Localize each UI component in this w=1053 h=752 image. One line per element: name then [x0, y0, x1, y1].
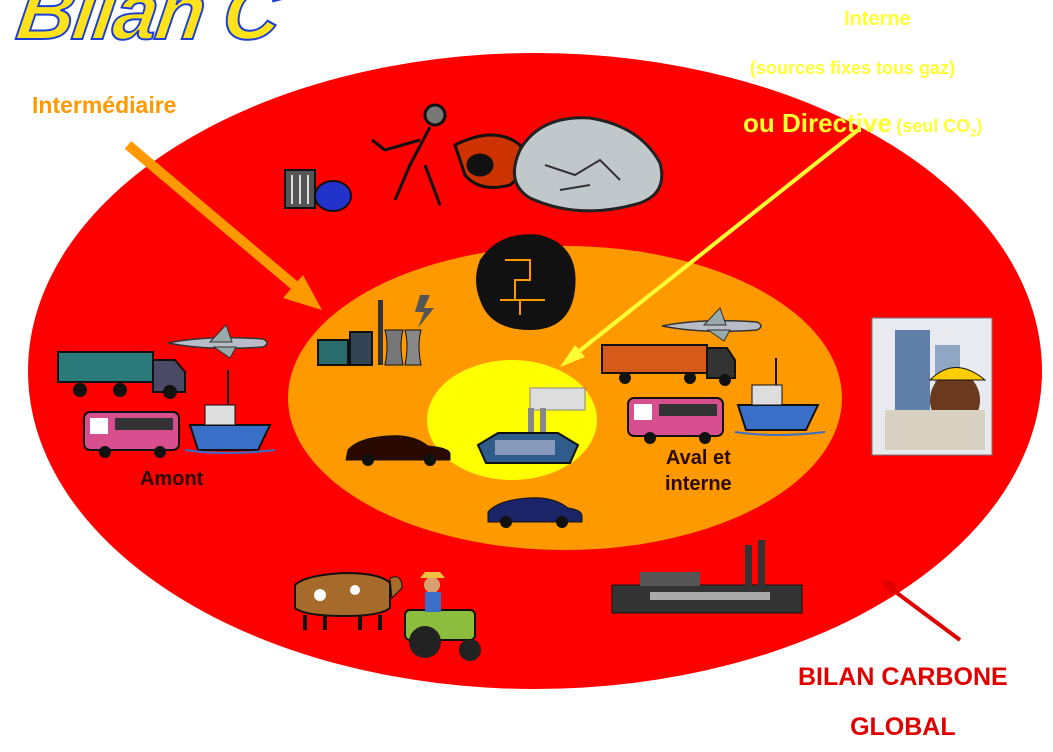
sources-label: (sources fixes tous gaz) [750, 58, 956, 78]
bus-icon [83, 411, 180, 458]
co2-subscript: 2 [970, 127, 977, 140]
aval-interne-label: Aval et interne [665, 445, 732, 497]
truck-icon [601, 344, 736, 386]
truck-icon [57, 351, 186, 399]
intermediaire-arrow [124, 141, 322, 310]
seul-co2-text: (seul CO2) [896, 116, 983, 140]
page-title: Bilan C [11, 0, 287, 57]
seul-co2-prefix: (seul CO [896, 116, 971, 136]
factory-icon [476, 387, 586, 464]
bus-icon [627, 397, 724, 444]
bilan-global-arrow [880, 580, 962, 642]
interne-label: Interne [844, 8, 911, 30]
factory-icon [611, 540, 803, 614]
airplane-icon [661, 307, 762, 342]
brain-icon [476, 234, 576, 330]
farmer-tractor-icon [404, 572, 481, 661]
cargo-ship-icon [184, 370, 276, 454]
directive-arrow [560, 128, 860, 367]
car-icon [345, 435, 451, 466]
car-wreck-icon [512, 116, 664, 213]
bilan-carbone-global-label: BILAN CARBONE GLOBAL [798, 652, 1008, 752]
fuel-pump-worker-icon [371, 103, 525, 206]
amont-label: Amont [140, 468, 204, 490]
trash-bin-icon [284, 169, 352, 212]
car-icon [487, 497, 583, 528]
power-plant-icon [317, 295, 434, 366]
aval-line: Aval et [665, 447, 731, 469]
airplane-icon [167, 324, 268, 359]
intermediaire-label: Intermédiaire [32, 92, 177, 118]
ou-directive-text: ou Directive [743, 108, 892, 138]
directive-label: ou Directive (seul CO2) [743, 108, 982, 140]
cow-icon [294, 571, 403, 630]
interne-line: interne [665, 473, 732, 495]
bilan-carbone-line: BILAN CARBONE [798, 663, 1008, 691]
construction-workers-icon [871, 317, 993, 456]
global-line: GLOBAL [850, 713, 956, 741]
cargo-ship-icon [734, 358, 826, 436]
seul-co2-suffix: ) [976, 116, 983, 136]
